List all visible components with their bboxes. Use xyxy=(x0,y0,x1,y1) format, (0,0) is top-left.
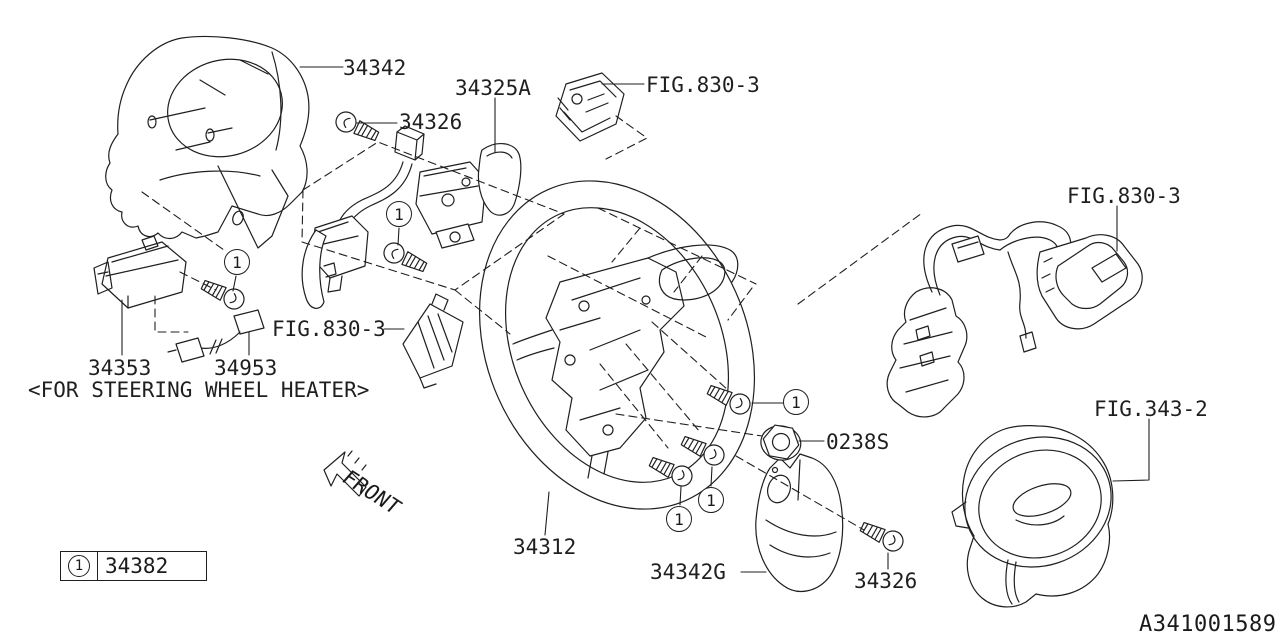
label-heater-harness: 34953 xyxy=(214,356,278,380)
switch-mid-art xyxy=(402,293,464,389)
label-steering-wheel: 34312 xyxy=(513,535,577,559)
label-fig-830-3-mid: FIG.830-3 xyxy=(272,317,386,341)
label-screw-upper: 34326 xyxy=(399,110,463,134)
label-lower-cover: 34342G xyxy=(650,560,726,584)
column-cover-art xyxy=(105,35,310,249)
switch-top-art xyxy=(555,72,625,142)
heater-unit-art xyxy=(93,235,187,309)
label-column-cover: 34342 xyxy=(343,56,407,80)
legend-ref-marker: 1 xyxy=(68,555,90,577)
ref-marker-5: 1 xyxy=(666,506,692,532)
ref-marker-1: 1 xyxy=(224,249,250,275)
ref-marker-4: 1 xyxy=(698,487,724,513)
front-arrow xyxy=(323,450,367,497)
label-airbag-module: FIG.343-2 xyxy=(1094,397,1208,421)
legend-ref-cell: 1 xyxy=(61,552,98,580)
label-heater-note: <FOR STEERING WHEEL HEATER> xyxy=(28,378,370,402)
leader-lines xyxy=(121,66,1150,573)
heater-harness-art xyxy=(167,309,265,363)
airbag-art xyxy=(951,425,1114,608)
switch-assembly-right-art xyxy=(886,221,1143,418)
legend-box: 1 34382 xyxy=(60,551,207,581)
label-fig-830-3-right: FIG.830-3 xyxy=(1067,184,1181,208)
lower-cover-art xyxy=(755,453,844,593)
ref-marker-2: 1 xyxy=(386,201,412,227)
label-nut: 0238S xyxy=(826,430,890,454)
label-heater-unit: 34353 xyxy=(88,356,152,380)
drawing-number: A341001589 xyxy=(1139,612,1277,637)
label-screw-lower: 34326 xyxy=(854,569,918,593)
paddle-bracket-art xyxy=(301,125,522,309)
ref-marker-3: 1 xyxy=(783,389,809,415)
legend-part-number: 34382 xyxy=(105,554,169,578)
label-paddle-switch: 34325A xyxy=(455,76,531,100)
label-fig-830-3-top: FIG.830-3 xyxy=(646,73,760,97)
dashed-guides xyxy=(141,115,923,531)
steering-wheel-art xyxy=(478,180,756,510)
nut-art xyxy=(760,424,802,461)
